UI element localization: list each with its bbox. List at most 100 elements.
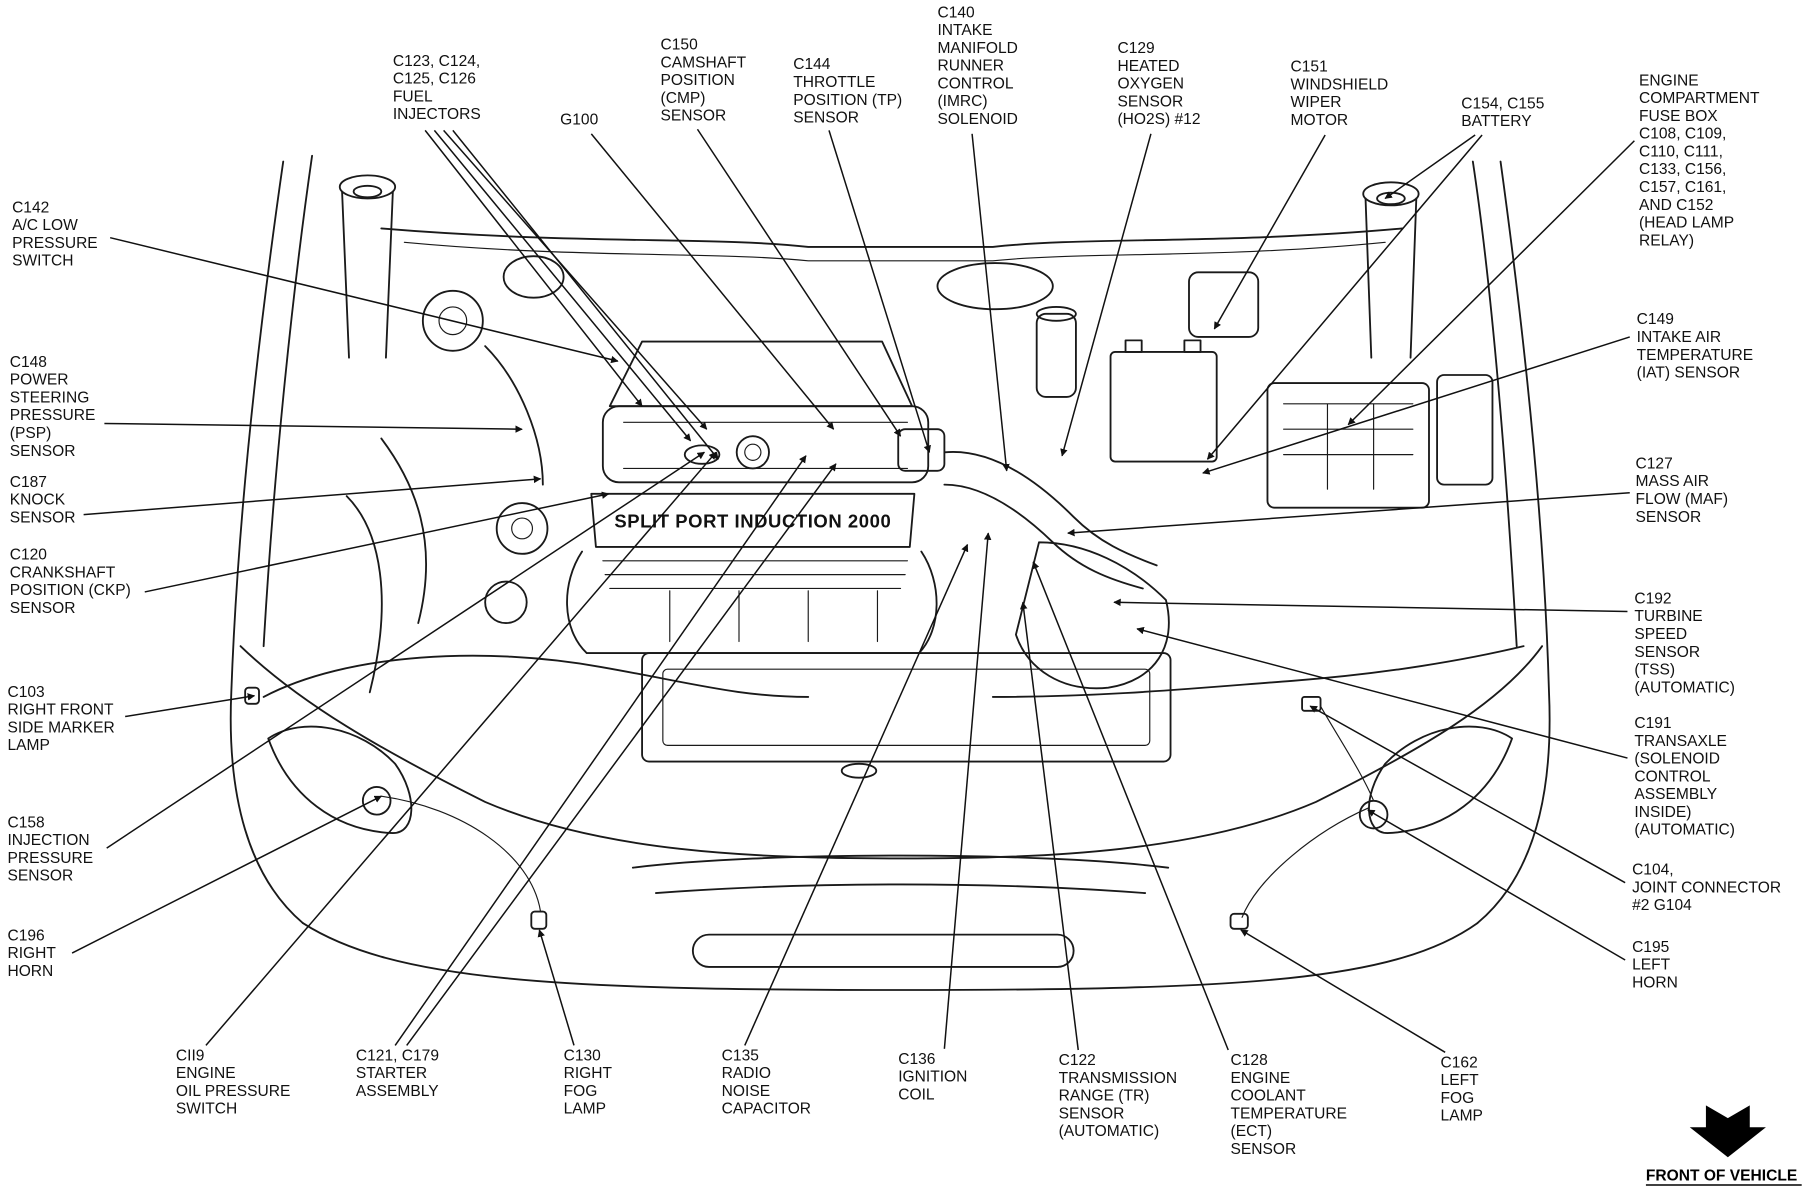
label-c196-right-horn-line-1: C196 [7, 927, 44, 944]
label-c148-power-steering-pressure-sensor-line-5: (PSP) [10, 425, 52, 442]
leader-line-c144-throttle-position-sensor [828, 130, 931, 454]
leader-line-c154-c155-battery-1 [1384, 134, 1476, 200]
label-c195-left-horn-line-1: C195 [1632, 939, 1669, 956]
leader-line-c150-camshaft-position-sensor [696, 128, 902, 437]
label-c192-turbine-speed-sensor-line-3: SPEED [1634, 626, 1687, 643]
label-c122-transmission-range-sensor-line-2: TRANSMISSION [1059, 1070, 1177, 1087]
leader-line-c121-c179-starter-assembly-2 [406, 463, 837, 1046]
label-c128-engine-coolant-temperature-sensor-line-1: C128 [1231, 1052, 1268, 1069]
label-c128-engine-coolant-temperature-sensor-line-4: TEMPERATURE [1231, 1105, 1347, 1122]
label-c135-radio-noise-capacitor-line-2: RADIO [722, 1065, 771, 1082]
label-c127-mass-air-flow-sensor-line-3: FLOW (MAF) [1636, 491, 1729, 508]
alternator-pulley [511, 517, 534, 540]
label-c158-injection-pressure-sensor-line-1: C158 [7, 814, 44, 831]
license-plate-bracket [691, 933, 1075, 968]
front-fascia [301, 922, 1479, 991]
radiator [662, 668, 1151, 746]
label-c140-imrc-solenoid-line-7: SOLENOID [937, 111, 1017, 128]
label-c129-heated-oxygen-sensor-line-3: OXYGEN [1117, 76, 1184, 93]
label-c103-right-front-side-marker-lamp-line-1: C103 [7, 684, 44, 701]
label-c122-transmission-range-sensor-line-5: (AUTOMATIC) [1059, 1123, 1160, 1140]
label-c121-c179-starter-assembly-line-3: ASSEMBLY [356, 1083, 439, 1100]
label-c128-engine-coolant-temperature-sensor-line-2: ENGINE [1231, 1070, 1291, 1087]
label-c103-right-front-side-marker-lamp-line-3: SIDE MARKER [7, 719, 114, 736]
label-c196-right-horn-line-2: RIGHT [7, 945, 56, 962]
leader-line-c135-radio-noise-capacitor [744, 543, 969, 1046]
radiator-cap [840, 762, 878, 779]
left-fender-outer [1476, 160, 1551, 924]
label-c129-heated-oxygen-sensor-line-1: C129 [1117, 40, 1154, 57]
label-c120-crankshaft-position-sensor-line-4: SENSOR [10, 600, 76, 617]
down-arrow-icon [1689, 1105, 1766, 1158]
leader-line-c142-ac-low-pressure-switch [109, 236, 619, 364]
leader-line-g100-ground [590, 133, 835, 430]
leader-line-c151-windshield-wiper-motor [1213, 134, 1326, 330]
label-engine-compartment-fuse-box-line-8: AND C152 [1639, 197, 1713, 214]
leader-line-c140-imrc-solenoid [971, 133, 1010, 472]
label-c104-joint-connector-line-2: JOINT CONNECTOR [1632, 879, 1781, 896]
label-engine-compartment-fuse-box-line-10: RELAY) [1639, 232, 1694, 249]
label-c120-crankshaft-position-sensor-line-2: CRANKSHAFT [10, 564, 116, 581]
label-c148-power-steering-pressure-sensor-line-4: PRESSURE [10, 407, 96, 424]
right-fender-outer [229, 160, 304, 924]
label-c136-ignition-coil-line-1: C136 [898, 1051, 935, 1068]
leader-line-c149-intake-air-temperature-sensor [1202, 336, 1630, 475]
label-c148-power-steering-pressure-sensor-line-6: SENSOR [10, 443, 76, 460]
leader-line-c123-c126-fuel-injectors-4 [452, 129, 719, 460]
label-c140-imrc-solenoid-line-4: RUNNER [937, 58, 1004, 75]
label-c136-ignition-coil-line-2: IGNITION [898, 1069, 967, 1086]
label-c130-right-fog-lamp-line-4: LAMP [564, 1101, 606, 1118]
label-c122-transmission-range-sensor-line-4: SENSOR [1059, 1105, 1125, 1122]
right-side-hoses [345, 345, 544, 694]
leader-line-c154-c155-battery-2 [1206, 134, 1483, 460]
label-c158-injection-pressure-sensor-line-2: INJECTION [7, 832, 89, 849]
power-steering-reservoir-cap [438, 306, 468, 336]
label-engine-compartment-fuse-box-line-3: FUSE BOX [1639, 108, 1718, 125]
leader-line-c104-joint-connector [1309, 705, 1626, 884]
power-steering-reservoir [421, 289, 484, 352]
leader-line-engine-compartment-fuse-box [1347, 140, 1635, 426]
leader-line-c195-left-horn [1367, 809, 1626, 961]
label-c154-c155-battery-line-1: C154, C155 [1461, 95, 1544, 112]
label-c191-transaxle-solenoid-line-6: INSIDE) [1634, 804, 1691, 821]
power-steering-pump-pulley [484, 580, 528, 624]
label-engine-compartment-fuse-box-line-6: C133, C156, [1639, 161, 1726, 178]
label-c122-transmission-range-sensor-line-3: RANGE (TR) [1059, 1088, 1150, 1105]
label-c148-power-steering-pressure-sensor-line-3: STEERING [10, 389, 90, 406]
label-c144-throttle-position-sensor-line-4: SENSOR [793, 110, 859, 127]
leader-line-c136-ignition-coil [943, 532, 992, 1049]
cowl-vent [403, 241, 1386, 262]
ac-accumulator [502, 255, 565, 299]
leader-line-c130-right-fog-lamp [537, 929, 575, 1046]
leader-line-c123-c126-fuel-injectors-3 [443, 129, 708, 430]
label-c142-ac-low-pressure-switch-line-1: C142 [12, 199, 49, 216]
label-c192-turbine-speed-sensor-line-2: TURBINE [1634, 608, 1702, 625]
label-c150-camshaft-position-sensor-line-5: SENSOR [661, 108, 727, 125]
brake-master-cylinder [1035, 312, 1077, 398]
label-c150-camshaft-position-sensor-line-2: CAMSHAFT [661, 54, 747, 71]
label-c191-transaxle-solenoid-line-2: TRANSAXLE [1634, 733, 1727, 750]
leader-line-c158-injection-pressure-sensor [106, 451, 706, 849]
label-c148-power-steering-pressure-sensor-line-1: C148 [10, 354, 47, 371]
label-engine-compartment-fuse-box-line-4: C108, C109, [1639, 126, 1726, 143]
label-c162-left-fog-lamp-line-2: LEFT [1441, 1072, 1480, 1089]
label-c140-imrc-solenoid: C140INTAKEMANIFOLDRUNNERCONTROL(IMRC)SOL… [937, 4, 1017, 128]
battery-terminal-negative [1183, 339, 1202, 353]
label-c127-mass-air-flow-sensor-line-1: C127 [1636, 455, 1673, 472]
right-fender-inner [262, 154, 313, 648]
cowl-panel [380, 227, 1404, 248]
fuse-box [1266, 382, 1430, 509]
label-c104-joint-connector-line-3: #2 G104 [1632, 897, 1692, 914]
label-c191-transaxle-solenoid-line-1: C191 [1634, 715, 1671, 732]
label-c140-imrc-solenoid-line-6: (IMRC) [937, 93, 987, 110]
